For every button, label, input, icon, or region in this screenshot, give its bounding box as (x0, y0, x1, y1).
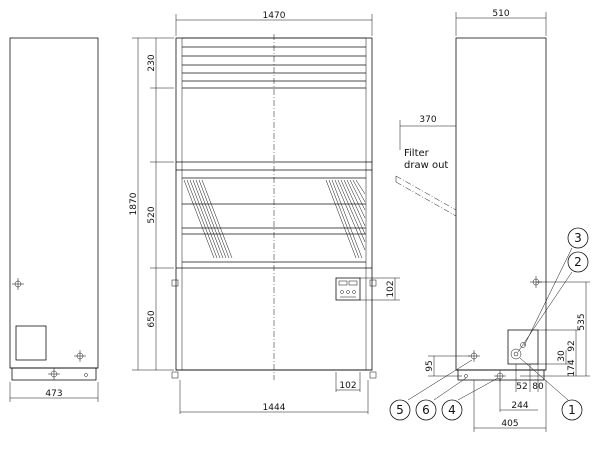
dim-52: 52 (516, 382, 527, 392)
filter-drawout-outline (395, 175, 457, 217)
dim-lower-section: 650 (147, 310, 157, 327)
callout-3: 3 (567, 227, 589, 249)
svg-text:3: 3 (574, 231, 582, 245)
dim-middle-section: 520 (147, 206, 157, 223)
dim-30: 30 (557, 350, 567, 362)
front-view: 102 102 1470 1444 1870 230 520 650 (129, 11, 400, 414)
dim-bottom-width: 1444 (263, 403, 286, 413)
dim-92: 92 (567, 340, 577, 351)
dim-80: 80 (532, 382, 544, 392)
crosshair-marker (74, 350, 86, 362)
svg-text:5: 5 (396, 403, 404, 417)
filter-label-line2: draw out (404, 160, 448, 171)
control-panel (335, 277, 361, 301)
callout-5: 5 (389, 399, 411, 421)
callout-6: 6 (415, 399, 437, 421)
dim-244: 244 (511, 401, 528, 411)
crosshair-marker (12, 278, 24, 290)
callout-4: 4 (441, 399, 463, 421)
dim-535: 535 (577, 313, 587, 330)
dim-total-height: 1870 (129, 192, 139, 215)
connection-box (507, 329, 539, 365)
callout-1: 1 (561, 399, 583, 421)
svg-text:4: 4 (448, 403, 456, 417)
svg-text:2: 2 (574, 255, 582, 269)
callout-2: 2 (567, 251, 589, 273)
crosshair-marker (48, 368, 60, 380)
dim-upper-section: 230 (147, 54, 157, 71)
left-side-view: 473 (9, 37, 99, 402)
dim-top-width: 1470 (263, 11, 286, 21)
coil-hatching-left (183, 179, 233, 259)
filter-label-line1: Filter (404, 148, 430, 159)
dim-left-width: 473 (45, 389, 62, 399)
dim-panel-height: 102 (386, 280, 396, 297)
right-side-view: 510 370 Filter draw out (389, 9, 590, 432)
coil-hatching-right (325, 179, 366, 259)
dim-filter-pull: 370 (419, 115, 436, 125)
dim-right-top-width: 510 (492, 9, 509, 19)
svg-text:6: 6 (422, 403, 430, 417)
dim-174: 174 (567, 359, 577, 376)
dim-405: 405 (501, 419, 518, 429)
dim-panel-width: 102 (339, 381, 356, 391)
dim-95: 95 (425, 360, 435, 371)
svg-text:1: 1 (568, 403, 576, 417)
